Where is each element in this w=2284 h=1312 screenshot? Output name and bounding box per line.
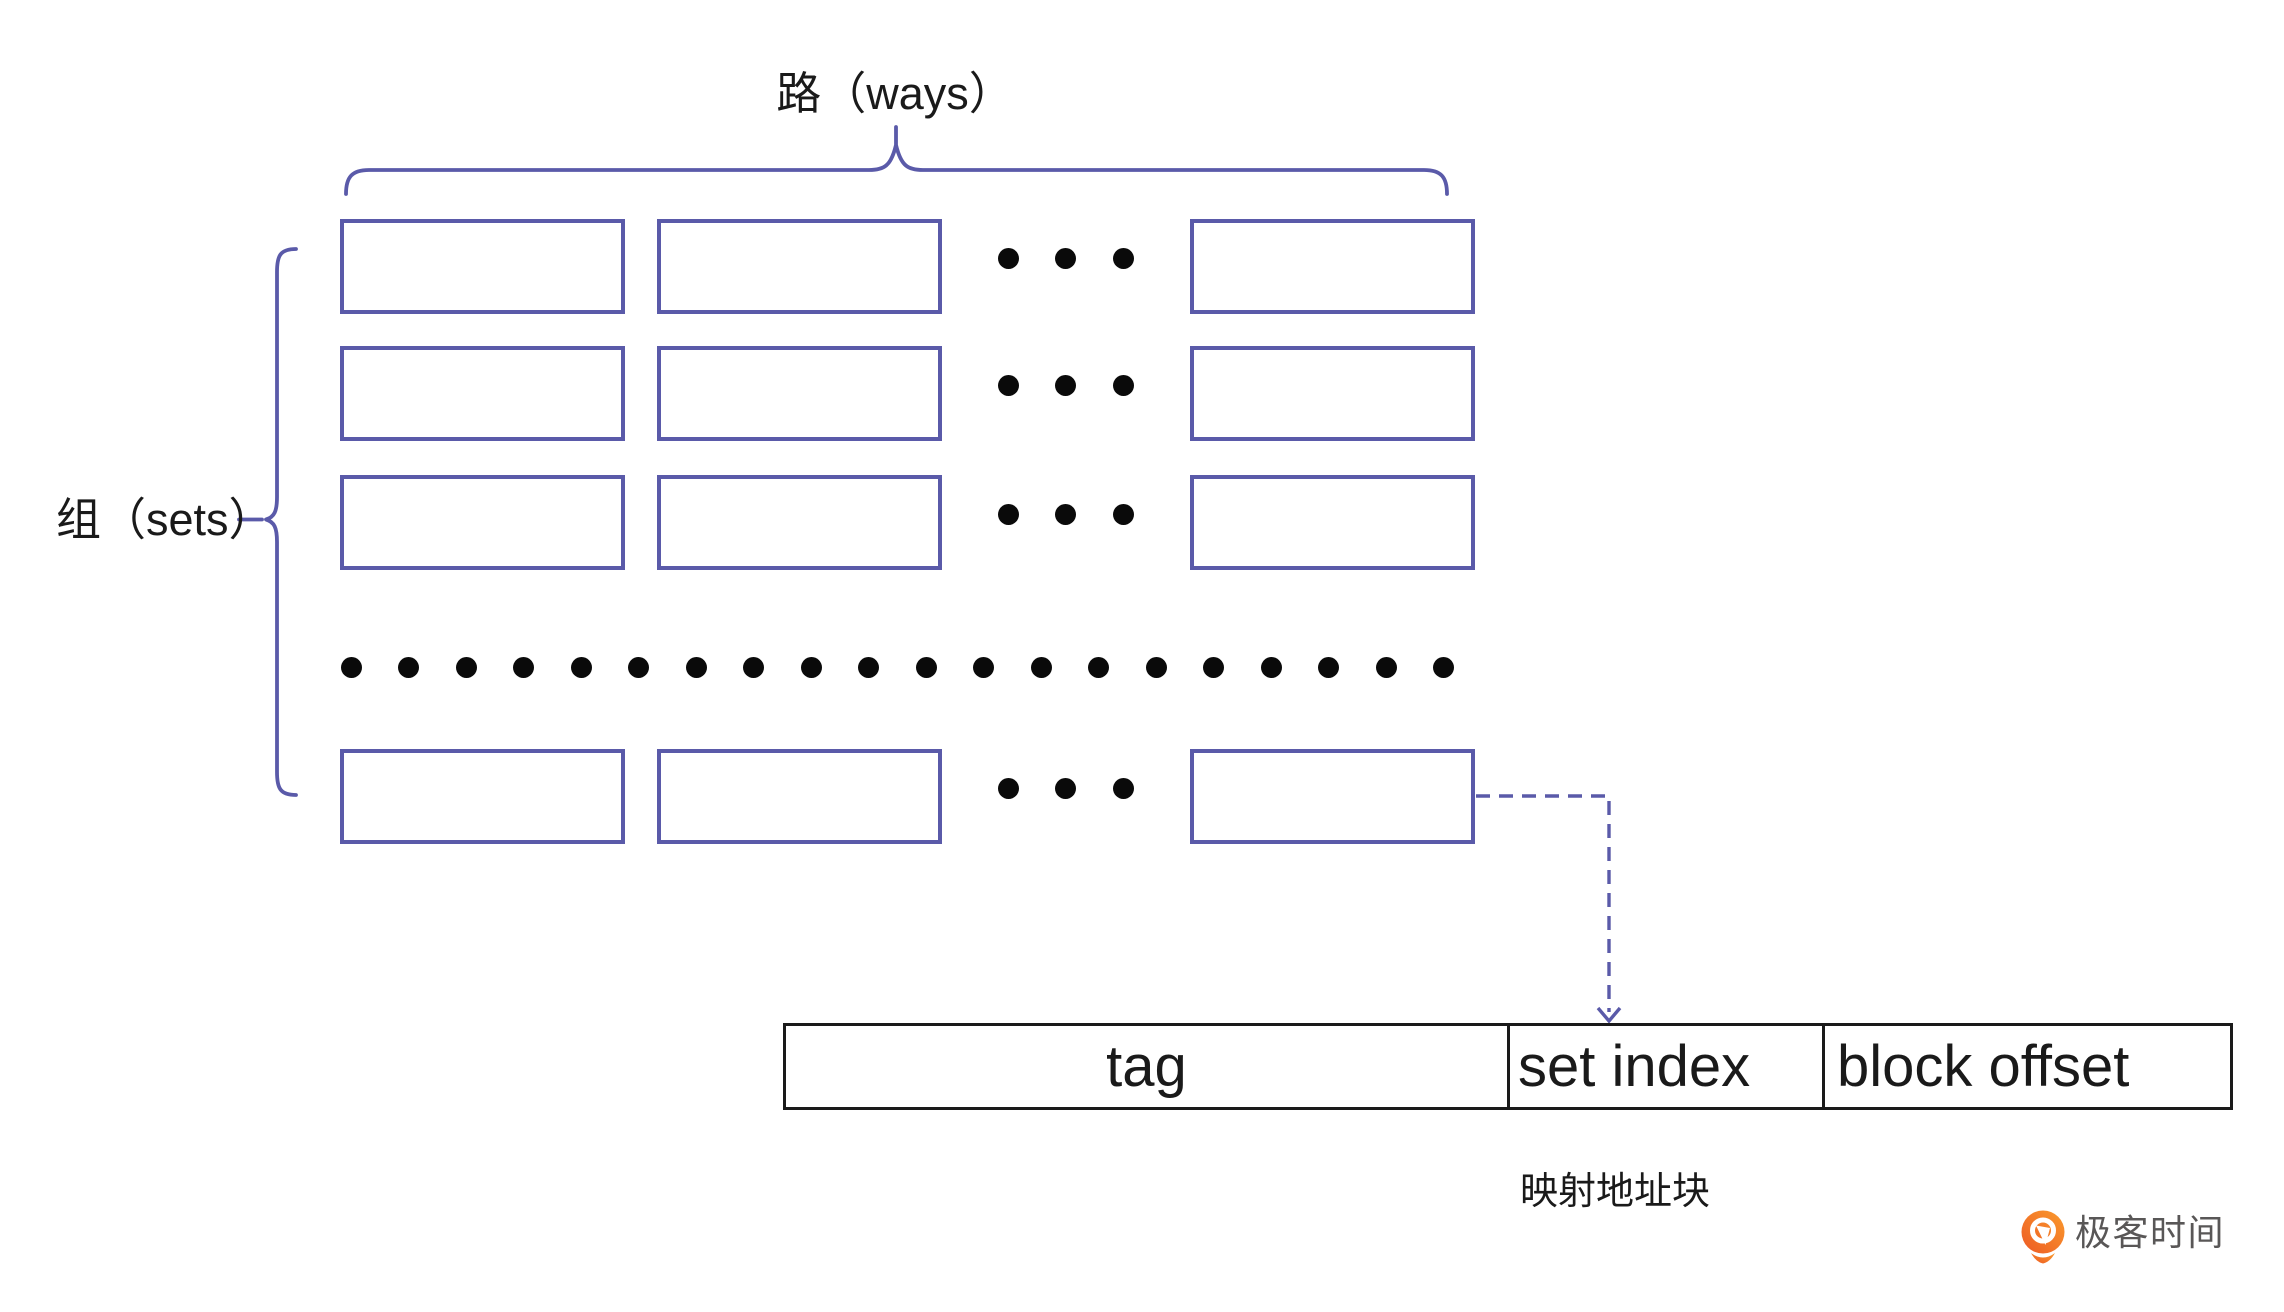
ellipsis-dot bbox=[1433, 656, 1454, 678]
ellipsis-dot bbox=[1055, 777, 1076, 799]
cache-block bbox=[657, 219, 942, 314]
ellipsis-dot bbox=[455, 656, 477, 678]
address-field-set-index: set index bbox=[1507, 1026, 1822, 1107]
ellipsis-dot bbox=[340, 656, 362, 678]
ellipsis-dot bbox=[973, 656, 994, 678]
cache-block bbox=[340, 346, 625, 441]
brand-logo: 极客时间 bbox=[2020, 1209, 2225, 1267]
address-table: tag set index block offset bbox=[783, 1023, 2233, 1110]
cache-block bbox=[340, 749, 625, 844]
ellipsis-dot bbox=[997, 374, 1019, 396]
ellipsis-dot bbox=[1112, 503, 1134, 525]
ellipsis-dot bbox=[1030, 656, 1052, 678]
ellipsis-dot bbox=[1375, 656, 1397, 678]
cache-block bbox=[1190, 219, 1475, 314]
address-caption: 映射地址块 bbox=[1519, 1171, 1710, 1213]
ellipsis-dot bbox=[997, 777, 1019, 799]
cache-block bbox=[657, 475, 942, 570]
ellipsis-dot bbox=[1055, 374, 1076, 396]
cache-block bbox=[340, 475, 625, 570]
ellipsis-dot bbox=[1112, 247, 1134, 269]
ellipsis-dot bbox=[1318, 656, 1339, 678]
ellipsis-dot bbox=[1203, 656, 1224, 678]
cache-block bbox=[1190, 749, 1475, 844]
ellipsis-dot bbox=[570, 656, 592, 678]
ellipsis-dot bbox=[1112, 777, 1134, 799]
mapping-arrow-line bbox=[1476, 794, 1611, 1012]
ellipsis-dot bbox=[1145, 656, 1167, 678]
address-field-block-offset: block offset bbox=[1822, 1026, 2230, 1107]
ellipsis-dot bbox=[800, 656, 822, 678]
ellipsis-dot bbox=[858, 656, 879, 678]
geektime-logo-icon bbox=[2021, 1210, 2065, 1264]
ellipsis-dot bbox=[1112, 374, 1134, 396]
cache-block bbox=[1190, 475, 1475, 570]
ellipsis-dot bbox=[1055, 503, 1076, 525]
mapping-arrow-head bbox=[1596, 1006, 1622, 1024]
ways-label: 路（ways） bbox=[776, 68, 1014, 119]
ellipsis-dot bbox=[1055, 247, 1076, 269]
ways-brace bbox=[344, 125, 1449, 196]
cache-block bbox=[657, 749, 942, 844]
cache-block bbox=[340, 219, 625, 314]
ellipsis-dot bbox=[997, 503, 1019, 525]
ellipsis-dot bbox=[1088, 656, 1109, 678]
cache-block bbox=[657, 346, 942, 441]
ellipsis-dot bbox=[997, 247, 1019, 269]
ellipsis-dot bbox=[1260, 656, 1282, 678]
cache-block bbox=[1190, 346, 1475, 441]
address-field-tag: tag bbox=[1106, 1034, 1187, 1099]
geektime-logo-text: 极客时间 bbox=[2075, 1212, 2226, 1253]
ellipsis-dot bbox=[685, 656, 707, 678]
ellipsis-dot bbox=[398, 656, 419, 678]
sets-label: 组（sets） bbox=[56, 494, 274, 545]
ellipsis-dot bbox=[628, 656, 649, 678]
ellipsis-dot bbox=[743, 656, 764, 678]
ellipsis-dot bbox=[513, 656, 534, 678]
ellipsis-dot bbox=[915, 656, 937, 678]
